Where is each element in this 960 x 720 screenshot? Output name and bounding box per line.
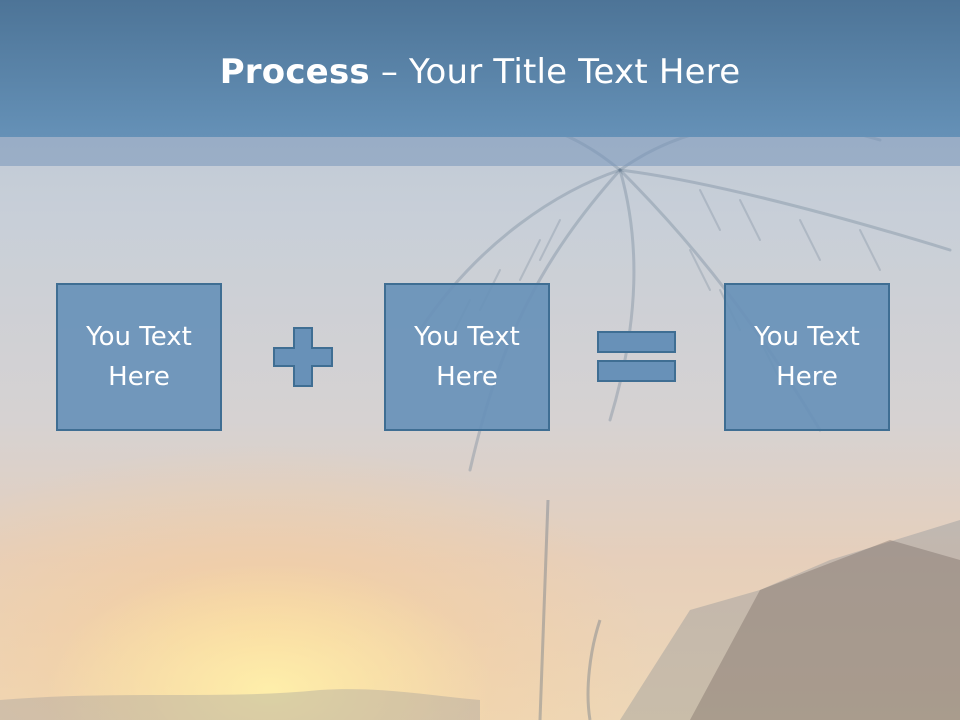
equals-icon: [597, 331, 676, 382]
plus-icon: [273, 327, 333, 387]
process-box-2[interactable]: You Text Here: [384, 283, 550, 431]
process-box-2-text: You Text Here: [414, 322, 520, 392]
title-bold: Process: [219, 52, 370, 92]
process-box-1-text: You Text Here: [86, 322, 192, 392]
title-bar: [0, 0, 960, 137]
process-box-3-text: You Text Here: [754, 322, 860, 392]
title-rest: – Your Title Text Here: [369, 52, 741, 92]
title-bar-underlay: [0, 137, 960, 166]
slide-title: Process – Your Title Text Here: [0, 52, 960, 92]
process-box-3[interactable]: You Text Here: [724, 283, 890, 431]
process-box-1[interactable]: You Text Here: [56, 283, 222, 431]
